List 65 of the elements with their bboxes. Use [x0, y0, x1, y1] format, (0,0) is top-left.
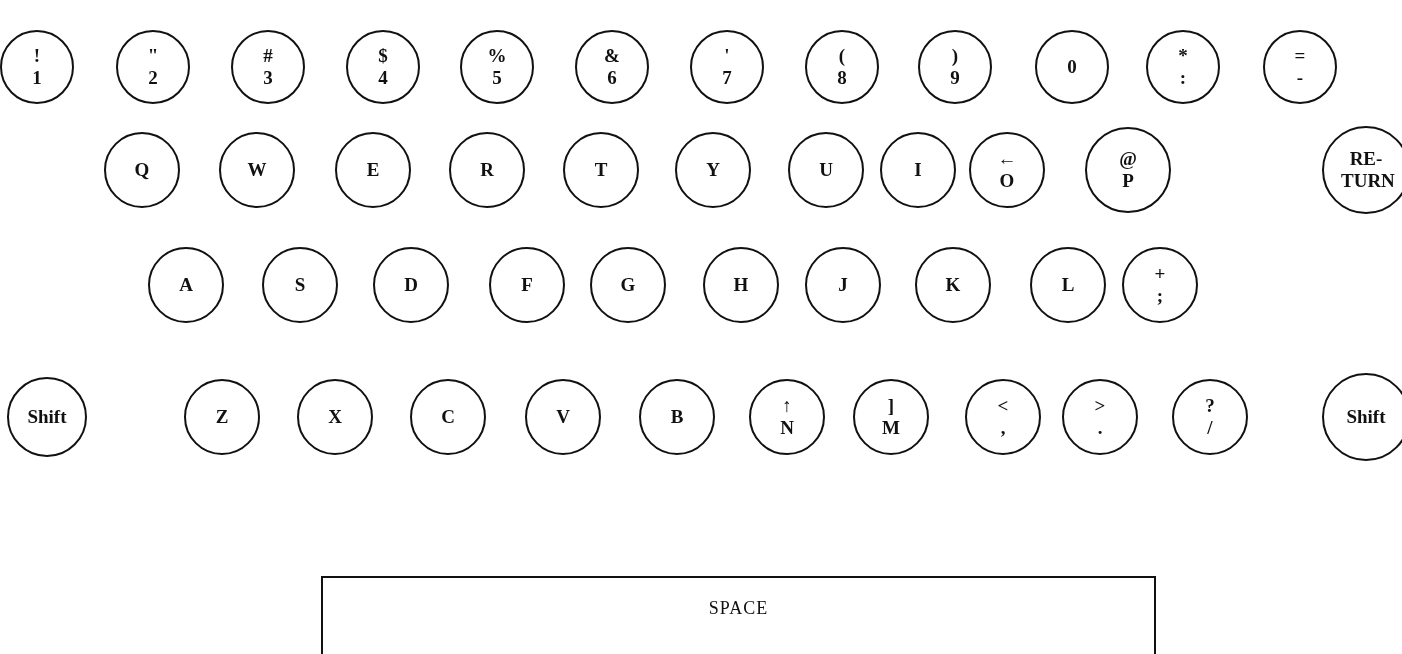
key-legend: E	[366, 159, 380, 181]
key-legend: (	[838, 45, 846, 67]
key-legend: Shift	[1346, 406, 1386, 428]
key-legend: ?	[1205, 395, 1215, 417]
key-legend: /	[1207, 417, 1213, 439]
key-legend: Shift	[27, 406, 67, 428]
key-legend: 1	[32, 67, 42, 89]
key-legend: V	[556, 406, 570, 428]
key-legend: 2	[148, 67, 158, 89]
key-legend: A	[179, 274, 193, 296]
key-legend: O	[999, 170, 1015, 192]
key-legend: 9	[950, 67, 960, 89]
key-legend: B	[670, 406, 684, 428]
key-legend: "	[147, 45, 159, 67]
key-legend: $	[378, 45, 388, 67]
key-legend: Q	[134, 159, 150, 181]
key-legend: ←	[997, 148, 1017, 170]
key-legend: %	[487, 45, 507, 67]
key-legend: W	[247, 159, 267, 181]
key-legend: P	[1122, 170, 1134, 192]
key-legend: N	[780, 417, 794, 439]
key-legend: #	[263, 45, 273, 67]
key-legend: T	[594, 159, 608, 181]
key-legend: >	[1094, 395, 1106, 417]
key-legend: X	[328, 406, 342, 428]
key-legend: 5	[492, 67, 502, 89]
key-legend: Y	[706, 159, 720, 181]
key-legend: *	[1178, 45, 1188, 67]
key-legend: @	[1119, 148, 1137, 170]
key-legend: L	[1061, 274, 1075, 296]
space-bar	[321, 576, 1156, 654]
key-legend: ;	[1156, 285, 1164, 307]
key-legend: C	[441, 406, 455, 428]
key-legend: M	[882, 417, 900, 439]
key-legend: H	[733, 274, 749, 296]
key-legend: 7	[722, 67, 732, 89]
key-legend: G	[620, 274, 636, 296]
key-legend: SPACE	[708, 598, 769, 619]
key-legend: +	[1154, 263, 1166, 285]
key-legend: J	[838, 274, 848, 296]
key-legend: -	[1296, 67, 1304, 89]
key-legend: 6	[607, 67, 617, 89]
key-legend: ↑	[782, 395, 792, 417]
key-legend: Z	[215, 406, 229, 428]
key-legend: 4	[378, 67, 388, 89]
key-legend: U	[819, 159, 833, 181]
key-legend: !	[33, 45, 41, 67]
key-legend: I	[914, 159, 922, 181]
key-legend: =	[1294, 45, 1306, 67]
key-legend: '	[724, 45, 730, 67]
key-legend: :	[1179, 67, 1187, 89]
key-legend: ,	[1000, 417, 1006, 439]
key-legend: <	[997, 395, 1009, 417]
key-legend: &	[604, 45, 620, 67]
key-legend: ]	[887, 395, 895, 417]
key-legend: )	[951, 45, 959, 67]
key-legend: R	[480, 159, 494, 181]
key-legend: S	[294, 274, 306, 296]
key-legend: .	[1097, 417, 1103, 439]
key-legend: K	[945, 274, 961, 296]
key-legend: F	[521, 274, 533, 296]
key-legend: 0	[1067, 56, 1077, 78]
key-legend: 8	[837, 67, 847, 89]
key-legend: D	[404, 274, 418, 296]
key-legend: 3	[263, 67, 273, 89]
